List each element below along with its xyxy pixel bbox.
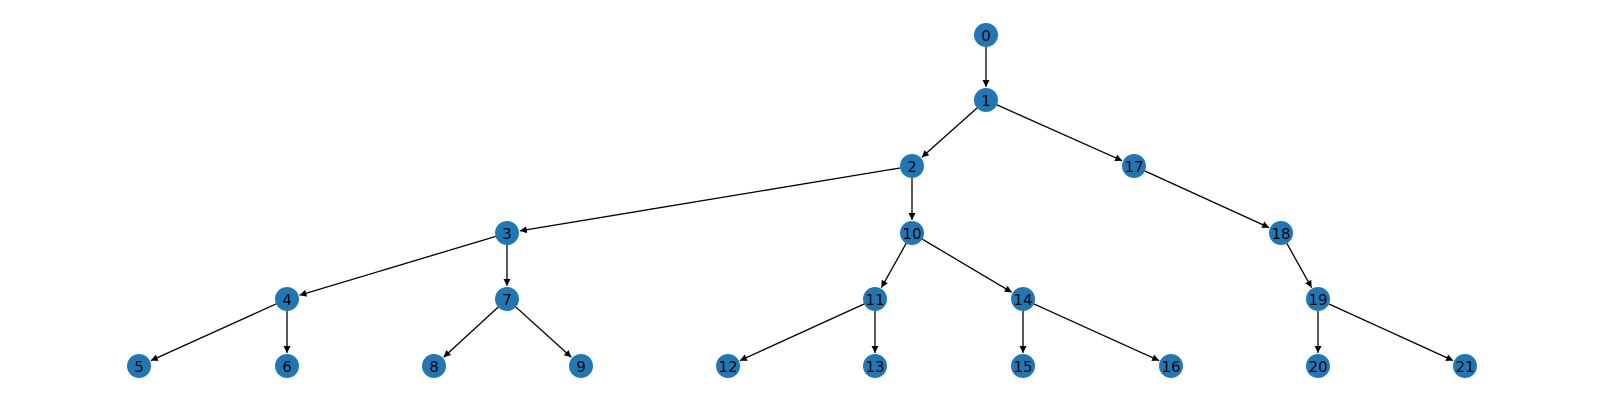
node-9: 9 [569,354,593,378]
node-label-19: 19 [1308,291,1327,309]
edge-3-4 [299,235,496,297]
node-11: 11 [863,287,887,311]
edge-17-18 [1144,170,1270,229]
node-6: 6 [275,354,299,378]
node-circle-1 [974,88,998,112]
node-20: 20 [1306,354,1330,378]
node-circle-6 [275,354,299,378]
edge-2-3 [519,167,901,234]
node-circle-4 [275,287,299,311]
node-label-7: 7 [502,291,512,309]
edge-10-14 [921,238,1013,293]
node-label-4: 4 [282,291,292,309]
node-circle-10 [900,221,924,245]
node-5: 5 [127,354,151,378]
edge-19-21 [1328,303,1454,362]
node-circle-12 [716,354,740,378]
node-12: 12 [716,354,740,378]
node-circle-9 [569,354,593,378]
node-label-15: 15 [1013,358,1032,376]
node-circle-16 [1159,354,1183,378]
node-circle-20 [1306,354,1330,378]
node-circle-21 [1453,354,1477,378]
node-10: 10 [900,221,924,245]
node-label-6: 6 [282,358,292,376]
edge-10-11 [880,243,907,288]
node-label-16: 16 [1161,358,1180,376]
node-label-13: 13 [865,358,884,376]
node-circle-13 [863,354,887,378]
node-19: 19 [1306,287,1330,311]
node-7: 7 [495,287,519,311]
node-circle-14 [1011,287,1035,311]
node-circle-8 [422,354,446,378]
edge-1-2 [921,107,978,158]
node-label-1: 1 [981,92,991,110]
edge-11-12 [739,303,865,362]
node-label-9: 9 [576,358,586,376]
node-circle-15 [1011,354,1035,378]
node-1: 1 [974,88,998,112]
node-label-5: 5 [134,358,144,376]
node-0: 0 [974,23,998,47]
edge-14-16 [1033,303,1160,362]
edge-1-17 [996,104,1123,162]
node-circle-17 [1122,154,1146,178]
node-label-12: 12 [718,358,737,376]
edge-7-8 [443,306,499,358]
node-3: 3 [495,221,519,245]
node-14: 14 [1011,287,1035,311]
node-circle-2 [900,154,924,178]
node-circle-0 [974,23,998,47]
node-label-20: 20 [1308,358,1327,376]
node-18: 18 [1269,221,1293,245]
node-label-2: 2 [907,158,917,176]
node-circle-19 [1306,287,1330,311]
node-15: 15 [1011,354,1035,378]
node-label-11: 11 [865,291,884,309]
node-label-0: 0 [981,27,991,45]
edge-18-19 [1286,243,1313,288]
node-13: 13 [863,354,887,378]
node-circle-5 [127,354,151,378]
node-label-8: 8 [429,358,439,376]
node-label-3: 3 [502,225,512,243]
node-2: 2 [900,154,924,178]
node-8: 8 [422,354,446,378]
node-label-18: 18 [1271,225,1290,243]
edge-7-9 [515,306,572,358]
node-circle-18 [1269,221,1293,245]
node-label-21: 21 [1455,358,1474,376]
node-label-10: 10 [902,225,921,243]
node-label-17: 17 [1124,158,1143,176]
node-circle-3 [495,221,519,245]
node-4: 4 [275,287,299,311]
edge-4-5 [150,303,277,362]
edges-layer [150,47,1454,362]
node-circle-11 [863,287,887,311]
node-21: 21 [1453,354,1477,378]
node-circle-7 [495,287,519,311]
node-label-14: 14 [1013,291,1032,309]
node-17: 17 [1122,154,1146,178]
node-16: 16 [1159,354,1183,378]
